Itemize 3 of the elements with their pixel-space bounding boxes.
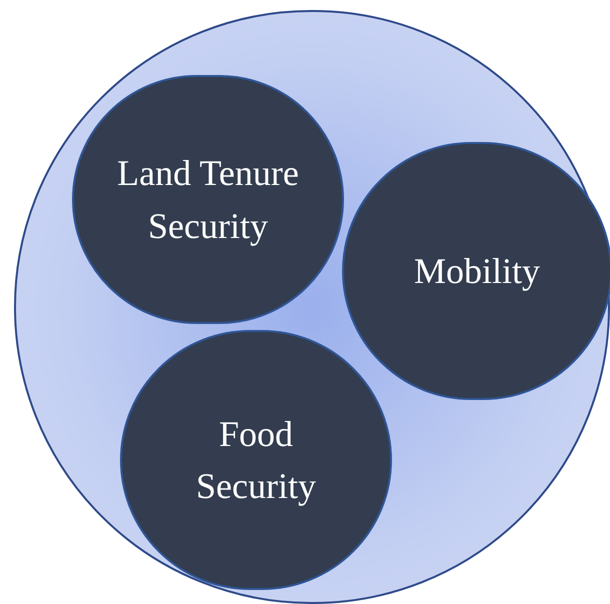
circle-label: Food Security (195, 412, 317, 508)
circle-label: Mobility (412, 250, 542, 293)
circle-label: Land Tenure Security (116, 152, 300, 248)
